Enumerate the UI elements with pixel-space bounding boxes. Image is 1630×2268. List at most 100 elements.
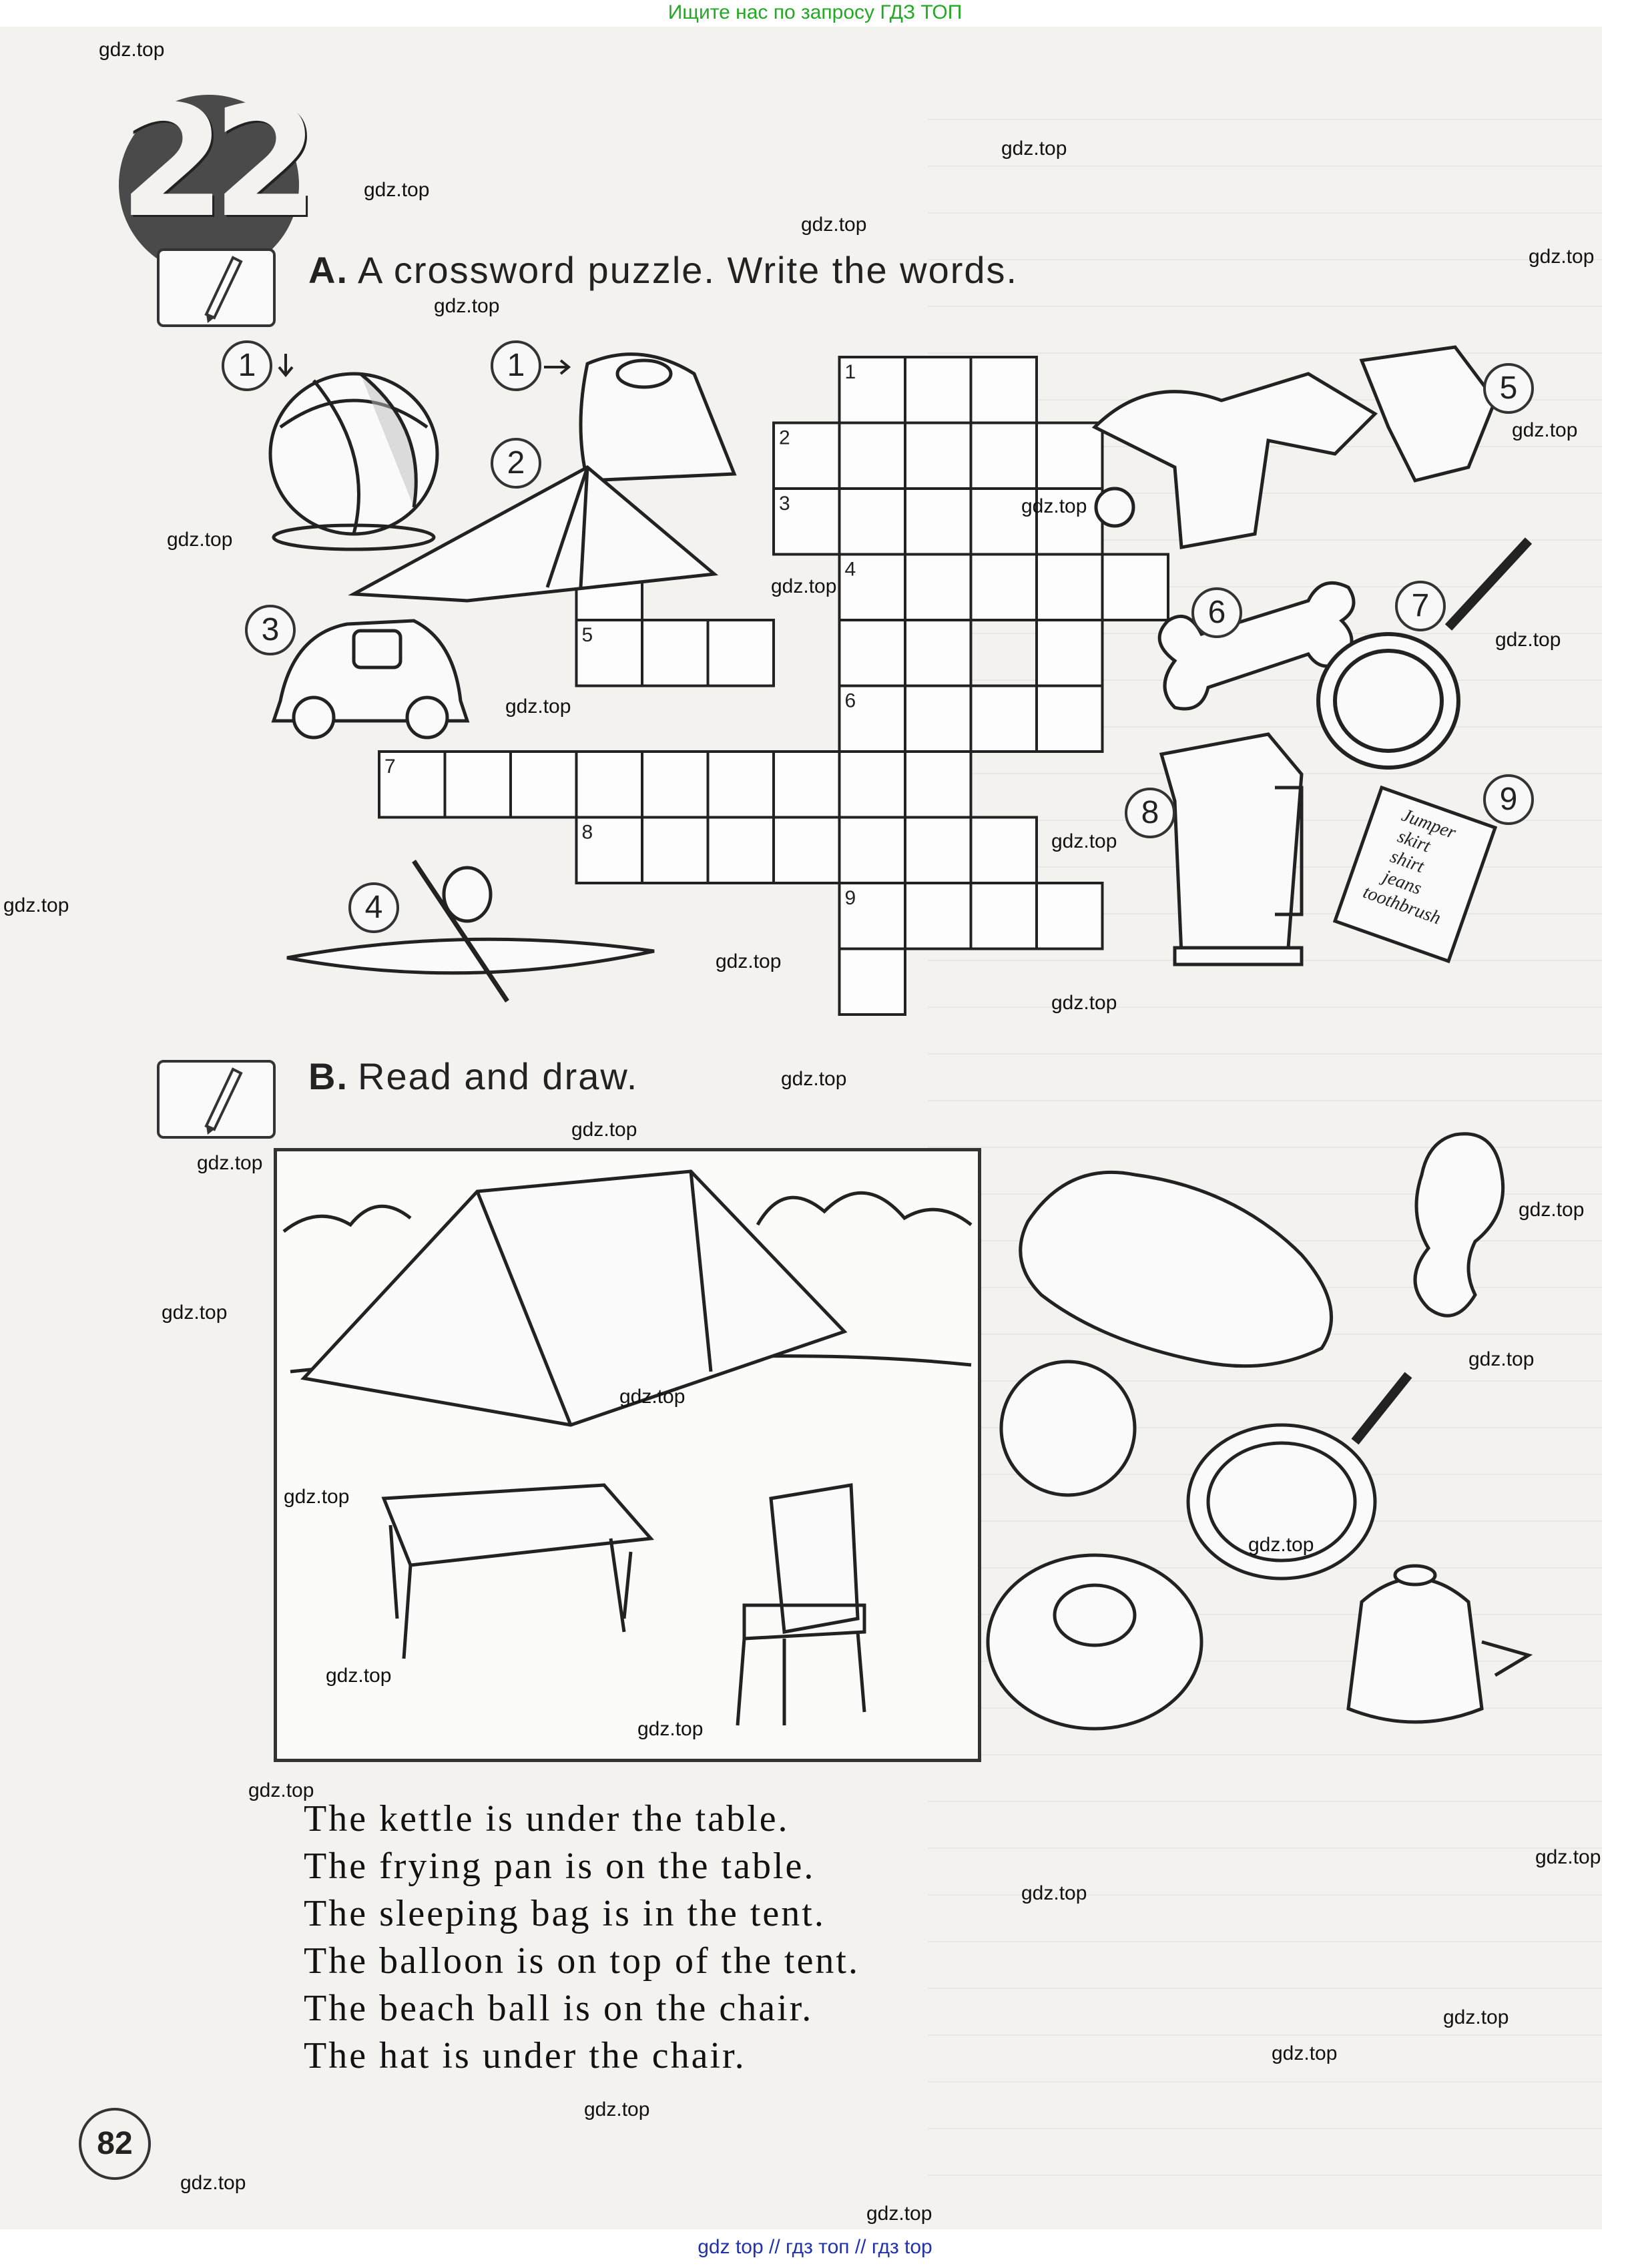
watermark[interactable]: gdz.top: [167, 529, 233, 551]
crossword-cell[interactable]: [1035, 421, 1104, 490]
watermark[interactable]: gdz.top: [1519, 1199, 1585, 1221]
crossword-cell[interactable]: [772, 816, 841, 884]
watermark[interactable]: gdz.top: [716, 950, 782, 972]
sleeping-bag-icon: [579, 352, 737, 483]
crossword-cell[interactable]: [838, 816, 906, 884]
crossword-cell[interactable]: [509, 750, 578, 819]
crossword-clue-number: 5: [582, 624, 593, 646]
crossword-cell[interactable]: [838, 421, 906, 490]
kettle-icon[interactable]: [1346, 1564, 1533, 1724]
beach-ball-icon[interactable]: [999, 1360, 1137, 1497]
crossword-cell[interactable]: [969, 684, 1038, 753]
top-banner[interactable]: Ищите нас по запросу ГДЗ ТОП: [667, 1, 963, 23]
sleeping-bag-icon[interactable]: [1019, 1170, 1333, 1368]
crossword-cell[interactable]: [575, 619, 643, 687]
pencil-icon: [157, 1060, 276, 1139]
watermark[interactable]: gdz.top: [1529, 246, 1595, 268]
watermark[interactable]: gdz.top: [284, 1486, 350, 1508]
drawing-scene[interactable]: [274, 1148, 981, 1762]
crossword-cell[interactable]: [575, 816, 643, 884]
crossword-cell[interactable]: [706, 619, 775, 687]
watermark[interactable]: gdz.top: [326, 1665, 392, 1687]
crossword-cell[interactable]: [443, 750, 512, 819]
crossword-cell[interactable]: [904, 356, 973, 424]
bushes-left: [282, 1204, 412, 1233]
crossword-cell[interactable]: [969, 487, 1038, 556]
watermark[interactable]: gdz.top: [1468, 1348, 1535, 1370]
crossword-cell[interactable]: [706, 816, 775, 884]
watermark[interactable]: gdz.top: [781, 1068, 847, 1090]
lesson-badge: [119, 95, 299, 275]
crossword-cell[interactable]: [969, 816, 1038, 884]
car-icon: [271, 619, 470, 740]
crossword-cell[interactable]: [838, 619, 906, 687]
crossword-cell[interactable]: [641, 619, 710, 687]
watermark[interactable]: gdz.top: [248, 1779, 314, 1801]
crossword-cell[interactable]: [1101, 553, 1169, 621]
crossword-cell[interactable]: [1035, 882, 1104, 950]
crossword-clue-number: 8: [582, 822, 593, 844]
crossword-cell[interactable]: [904, 882, 973, 950]
watermark[interactable]: gdz.top: [162, 1302, 228, 1324]
crossword-cell[interactable]: [904, 750, 973, 819]
crossword-cell[interactable]: [969, 553, 1038, 621]
crossword-cell[interactable]: [838, 947, 906, 1016]
watermark[interactable]: gdz.top: [1248, 1534, 1314, 1556]
clue-number: 8: [1125, 788, 1175, 838]
watermark[interactable]: gdz.top: [1443, 2006, 1509, 2028]
crossword-cell[interactable]: [904, 487, 973, 556]
watermark[interactable]: gdz.top: [197, 1152, 263, 1174]
watermark[interactable]: gdz.top: [1051, 830, 1117, 852]
crossword-cell[interactable]: [1035, 619, 1104, 687]
watermark[interactable]: gdz.top: [1051, 992, 1117, 1014]
clue-number: 7: [1395, 581, 1446, 631]
crossword-cell[interactable]: [838, 487, 906, 556]
crossword-cell[interactable]: [772, 487, 841, 556]
bushes-right: [756, 1191, 973, 1226]
crossword-cell[interactable]: [1035, 487, 1104, 556]
lesson-number: 22: [119, 73, 319, 252]
watermark[interactable]: gdz.top: [637, 1718, 704, 1740]
tent-seams: [475, 1171, 713, 1426]
watermark[interactable]: gdz.top: [1535, 1846, 1601, 1868]
crossword-cell[interactable]: [969, 421, 1038, 490]
watermark[interactable]: gdz.top: [99, 39, 165, 61]
balloon-icon[interactable]: [1413, 1132, 1505, 1318]
clue-number: 2: [491, 438, 541, 489]
clue-number: 9: [1483, 774, 1534, 825]
bottom-banner[interactable]: gdz top // гдз топ // гдз top: [698, 2236, 932, 2258]
frying-pan-icon[interactable]: [1186, 1372, 1412, 1581]
watermark[interactable]: gdz.top: [619, 1386, 686, 1408]
watermark[interactable]: gdz.top: [180, 2172, 246, 2194]
crossword-cell[interactable]: [1035, 684, 1104, 753]
watermark[interactable]: gdz.top: [1272, 2042, 1338, 2064]
crossword-cell[interactable]: [969, 882, 1038, 950]
watermark[interactable]: gdz.top: [1021, 1882, 1087, 1904]
watermark[interactable]: gdz.top: [364, 179, 430, 201]
section-a-title: A crossword puzzle. Write the words.: [358, 249, 1019, 291]
crossword-cell[interactable]: [838, 750, 906, 819]
watermark[interactable]: gdz.top: [801, 214, 867, 236]
crossword-cell[interactable]: [904, 619, 973, 687]
watermark[interactable]: gdz.top: [1495, 629, 1561, 651]
sentence: The beach ball is on the chair.: [304, 1988, 814, 2029]
crossword-cell[interactable]: [378, 750, 447, 819]
hat-icon[interactable]: [986, 1553, 1203, 1731]
watermark[interactable]: gdz.top: [771, 575, 837, 597]
crossword-cell[interactable]: [772, 750, 841, 819]
watermark[interactable]: gdz.top: [1001, 137, 1067, 160]
watermark[interactable]: gdz.top: [505, 695, 571, 718]
watermark[interactable]: gdz.top: [434, 295, 500, 317]
crossword-cell[interactable]: [641, 816, 710, 884]
watermark[interactable]: gdz.top: [3, 894, 69, 916]
watermark[interactable]: gdz.top: [571, 1119, 637, 1141]
watermark[interactable]: gdz.top: [584, 2098, 650, 2120]
watermark[interactable]: gdz.top: [1512, 419, 1578, 441]
crossword-cell[interactable]: [838, 553, 906, 621]
crossword-cell[interactable]: [838, 356, 906, 424]
watermark[interactable]: gdz.top: [1021, 495, 1087, 517]
watermark[interactable]: gdz.top: [866, 2203, 932, 2225]
section-b-title: Read and draw.: [358, 1055, 639, 1097]
crossword-cell[interactable]: [969, 356, 1038, 424]
right-arrow-icon: [544, 359, 571, 375]
